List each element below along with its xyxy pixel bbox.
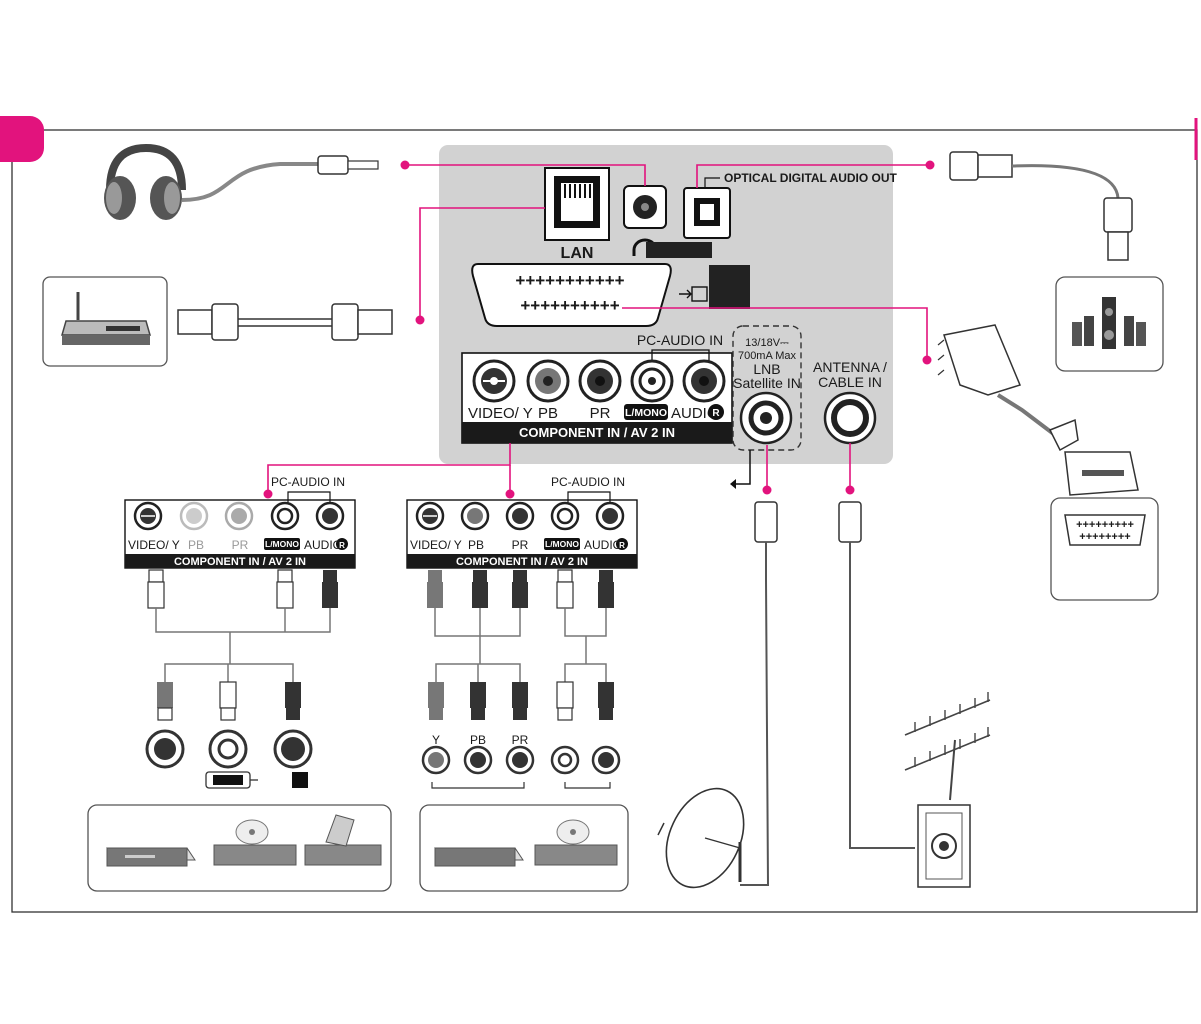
optical-label: OPTICAL DIGITAL AUDIO OUT: [724, 171, 898, 185]
svg-text:+++++++++++: +++++++++++: [515, 271, 624, 290]
left-rca-cables: [147, 569, 338, 721]
antenna-label-1: ANTENNA /: [813, 359, 887, 375]
scart-plug-box: [1050, 497, 1159, 601]
left-r-label: R: [339, 541, 345, 550]
right-bar-label: COMPONENT IN / AV 2 IN: [456, 556, 588, 568]
right-device-jacks: [421, 745, 621, 789]
scart-port[interactable]: +++++++++++ ++++++++++: [471, 263, 672, 327]
video-y-label: VIDEO/ Y: [468, 405, 533, 422]
diagram-frame: [11, 129, 1198, 913]
lnb-line2: 700mA Max: [738, 350, 797, 362]
video-y-jack[interactable]: [472, 359, 516, 403]
pc-audio-label: PC-AUDIO IN: [637, 332, 723, 348]
right-rca-cables: [427, 569, 614, 721]
audio-label: AUDIO: [671, 405, 719, 422]
left-audio-label: AUDIO: [304, 538, 342, 552]
satellite-dish-icon: [657, 501, 778, 889]
audio-r-jack[interactable]: [682, 359, 726, 403]
left-video-label: VIDEO/ Y: [128, 538, 180, 552]
pr-label: PR: [590, 405, 611, 422]
headphone-jack[interactable]: [623, 185, 667, 229]
left-lmono-label: L/MONO: [265, 539, 299, 549]
antenna-cable-icon: [838, 501, 915, 849]
svg-text:++++++++: ++++++++: [1079, 531, 1130, 543]
left-pb-label: PB: [188, 538, 204, 552]
left-device-jacks: [145, 729, 313, 789]
device-pr-label: PR: [512, 733, 529, 747]
input-arrow-icon: [679, 286, 708, 302]
svg-text:+++++++++: +++++++++: [1076, 519, 1134, 531]
antenna-label-2: CABLE IN: [818, 374, 882, 390]
scart-cable-icon: [937, 324, 1139, 496]
headphones-icon: [104, 143, 379, 220]
lmono-label: L/MONO: [625, 407, 667, 419]
optical-cable-icon: [949, 151, 1133, 261]
left-pr-label: PR: [232, 538, 249, 552]
pb-jack[interactable]: [526, 359, 570, 403]
pb-label: PB: [538, 405, 558, 422]
r-label: R: [712, 408, 720, 419]
device-y-label: Y: [432, 733, 440, 747]
scart-plug-face-icon: +++++++++ ++++++++: [1064, 514, 1146, 546]
lnb-group: [732, 325, 802, 451]
lnb-arrow: [736, 450, 751, 485]
camcorder-icon: [304, 814, 382, 866]
right-video-label: VIDEO/ Y: [410, 538, 462, 552]
right-audio-label: AUDIO: [584, 538, 622, 552]
lan-cable-icon: [177, 303, 393, 341]
lan-label: LAN: [561, 245, 594, 262]
right-lmono-label: L/MONO: [545, 539, 579, 549]
device-pb-label: PB: [470, 733, 486, 747]
svg-text:++++++++++: ++++++++++: [520, 296, 619, 315]
antenna-in-port[interactable]: [823, 391, 877, 445]
right-pb-label: PB: [468, 538, 484, 552]
dvd-player-icon-2: [434, 847, 524, 867]
section-tab: [0, 116, 44, 162]
left-bar-label: COMPONENT IN / AV 2 IN: [174, 556, 306, 568]
lnb-line3: LNB: [753, 361, 780, 377]
right-pr-label: PR: [512, 538, 529, 552]
blu-ray-icon: [213, 819, 297, 866]
right-pc-audio-label: PC-AUDIO IN: [551, 475, 625, 489]
wall-socket-icon: [917, 804, 971, 888]
left-pc-audio-label: PC-AUDIO IN: [271, 475, 345, 489]
speaker-system-icon: [1072, 297, 1146, 349]
optical-port[interactable]: [683, 187, 731, 239]
router-icon: [61, 292, 151, 345]
lnb-line1: 13/18V⎓: [745, 337, 789, 349]
satellite-in-port[interactable]: [739, 391, 793, 445]
scart-label-block: [709, 265, 750, 309]
right-r-label: R: [619, 541, 625, 550]
component-bar-label: COMPONENT IN / AV 2 IN: [519, 425, 675, 440]
blu-ray-icon-2: [534, 819, 618, 866]
antenna-icon: [904, 692, 991, 801]
lan-port[interactable]: [544, 167, 610, 241]
headphone-label-bar: [646, 242, 712, 258]
lnb-line4: Satellite IN: [733, 375, 801, 391]
audio-l-jack[interactable]: [630, 359, 674, 403]
dvd-player-icon: [106, 847, 196, 867]
right-component-panel: [406, 491, 638, 569]
connection-lines: [263, 160, 935, 499]
pr-jack[interactable]: [578, 359, 622, 403]
left-component-panel: [124, 491, 356, 569]
